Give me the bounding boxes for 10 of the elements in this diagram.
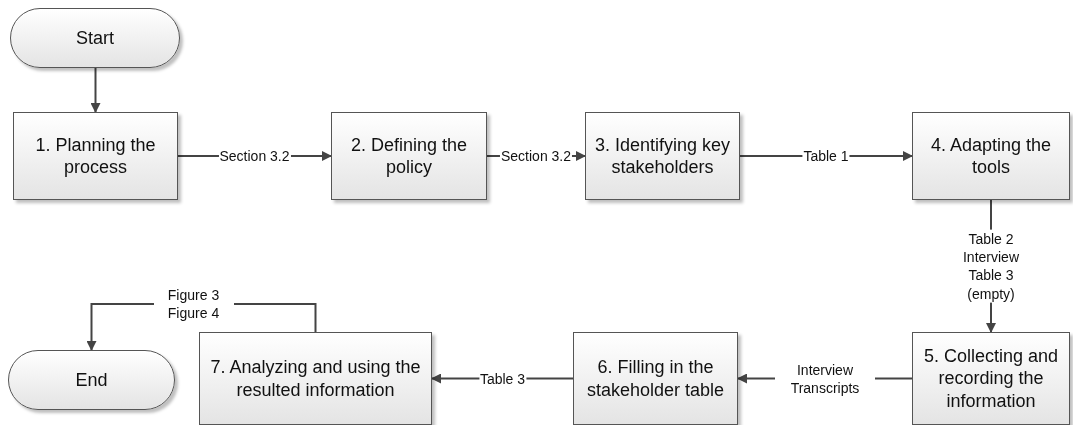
- process-box: 3. Identifying key stakeholders: [585, 112, 740, 200]
- process-box: 2. Defining the policy: [331, 112, 487, 200]
- terminal-shape: End: [8, 350, 175, 410]
- terminal-shape: Start: [10, 8, 180, 68]
- process-box: 7. Analyzing and using the resulted information: [199, 332, 432, 425]
- process-box: 5. Collecting and recording the information: [912, 332, 1070, 425]
- arrow: [90, 67, 101, 113]
- process-box: 6. Filling in the stakeholder table: [573, 332, 738, 425]
- process-box: 4. Adapting the tools: [912, 112, 1070, 200]
- process-box: 1. Planning the process: [13, 112, 178, 200]
